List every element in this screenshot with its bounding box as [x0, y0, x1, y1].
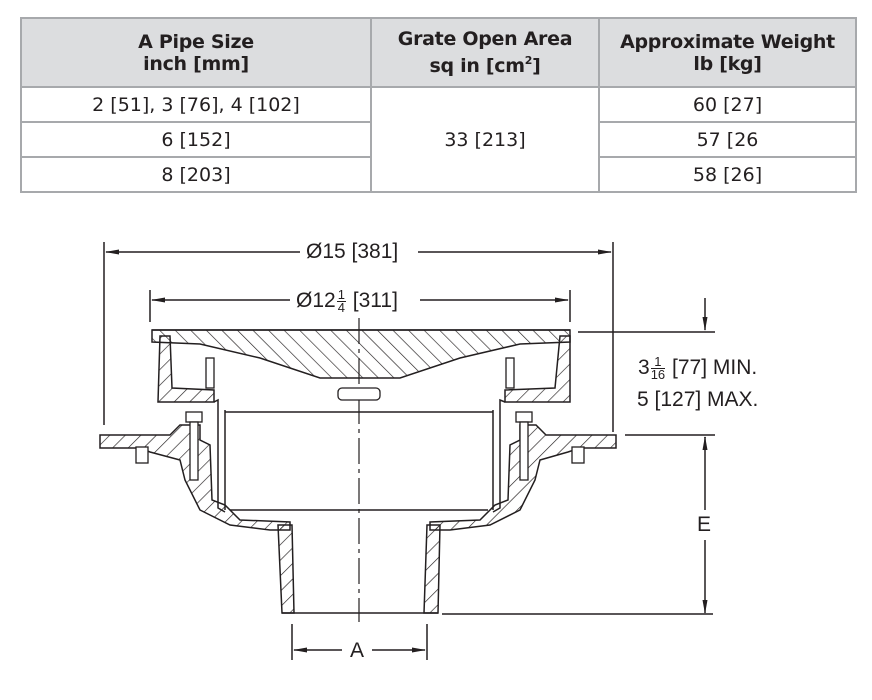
- header-grate-open-area: Grate Open Area sq in [cm2]: [370, 17, 600, 88]
- dimension-e-label: E: [697, 513, 712, 536]
- pipe-size-cell: 6 [152]: [20, 121, 372, 158]
- grate: [151, 329, 571, 379]
- adjustment-max-label: 5 [127] MAX.: [637, 388, 759, 411]
- outlet: [277, 524, 441, 614]
- pipe-size-cell: 2 [51], 3 [76], 4 [102]: [20, 86, 372, 123]
- weight-cell: 57 [26: [598, 121, 857, 158]
- body-bowl: [213, 398, 506, 513]
- e-dimension: [442, 436, 713, 615]
- dimension-a-label: A: [350, 639, 365, 662]
- bolts: [135, 357, 585, 481]
- overall-diameter-dimension: [103, 242, 614, 432]
- overall-diameter-label: Ø15 [381]: [306, 240, 399, 263]
- header-approximate-weight: Approximate Weight lb [kg]: [598, 17, 857, 88]
- table-header-row: A Pipe Size inch [mm] Grate Open Area sq…: [20, 17, 857, 88]
- table-row: 6 [152] 57 [26: [20, 121, 857, 158]
- table-row: 8 [203] 58 [26]: [20, 156, 857, 193]
- pipe-size-cell: 8 [203]: [20, 156, 372, 193]
- frame-right: [429, 335, 617, 531]
- weight-cell: 58 [26]: [598, 156, 857, 193]
- frame-left: [99, 335, 291, 531]
- header-pipe-size: A Pipe Size inch [mm]: [20, 17, 372, 88]
- specification-table: A Pipe Size inch [mm] Grate Open Area sq…: [20, 17, 857, 193]
- weight-cell: 60 [27]: [598, 86, 857, 123]
- open-area-cell: 33 [213]: [370, 86, 600, 193]
- table-row: 2 [51], 3 [76], 4 [102] 33 [213] 60 [27]: [20, 86, 857, 193]
